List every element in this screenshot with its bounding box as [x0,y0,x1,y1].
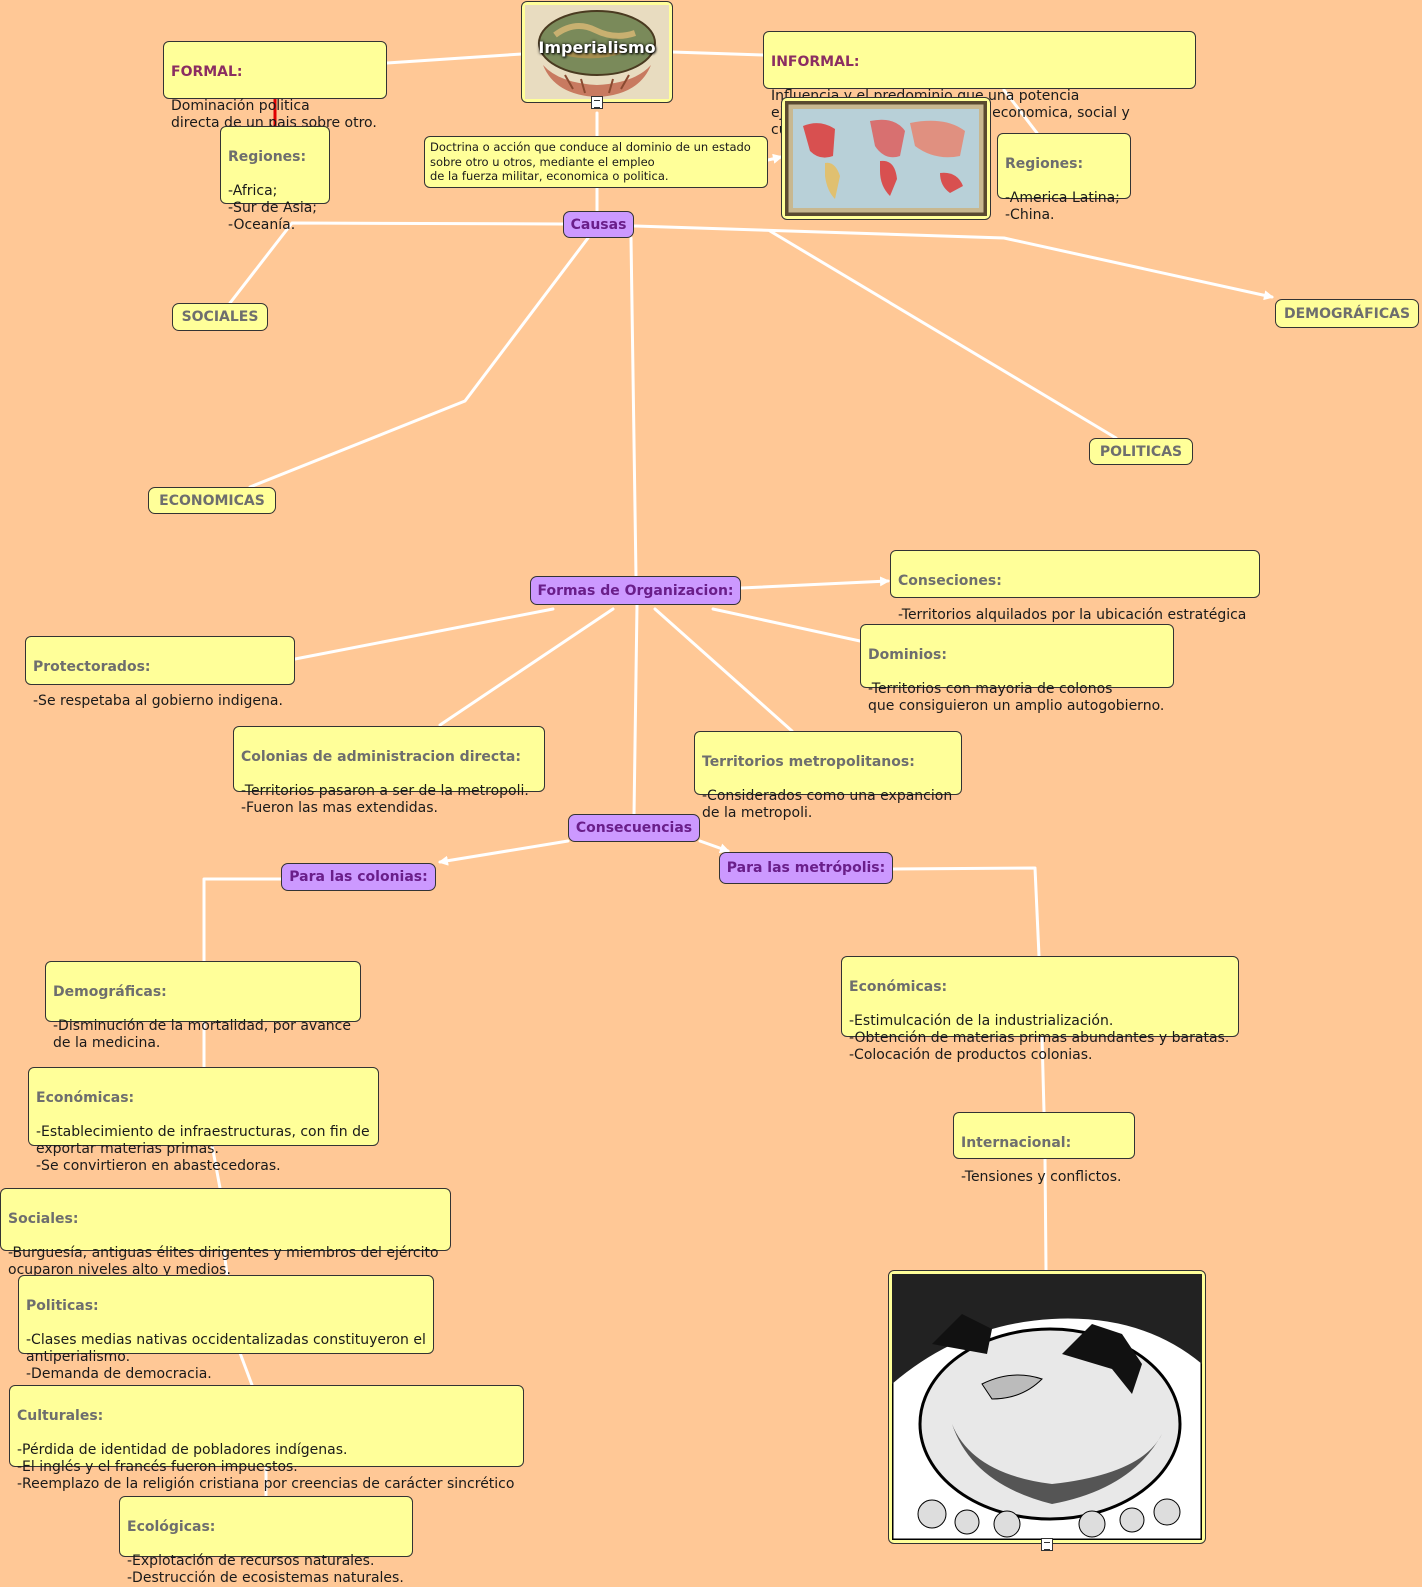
colonias-ecologicas-heading: Ecológicas: [127,1519,216,1535]
consecuencias-node[interactable]: Consecuencias [568,814,700,842]
causa-economicas[interactable]: ECONOMICAS [148,487,276,514]
dominios-node[interactable]: Dominios: -Territorios con mayoria de co… [860,624,1174,714]
definition-node[interactable]: Doctrina o acción que conduce al dominio… [424,136,768,188]
metropolis-internacional-heading: Internacional: [961,1135,1072,1151]
colonias-ecologicas-node[interactable]: Ecológicas: -Explotación de recursos nat… [119,1496,413,1586]
colonias-economicas-text: -Establecimiento de infraestructuras, co… [36,1124,370,1174]
colonias-culturales-text: -Pérdida de identidad de pobladores indí… [17,1442,515,1492]
colonias-ecologicas-text: -Explotación de recursos naturales. -Des… [127,1553,404,1586]
regiones-formal-text: -Africa; -Sur de Asia; -Oceanía. [228,183,318,233]
globe-cartoon-image-node[interactable] [888,1270,1206,1544]
para-colonias-node[interactable]: Para las colonias: [281,863,436,891]
colonias-economicas-node[interactable]: Económicas: -Establecimiento de infraest… [28,1067,379,1174]
formal-node[interactable]: FORMAL: Dominación politica directa de u… [163,41,387,131]
causas-node[interactable]: Causas [563,211,634,238]
formas-node[interactable]: Formas de Organizacion: [530,576,741,605]
causa-politicas[interactable]: POLITICAS [1089,438,1193,465]
conseciones-heading: Conseciones: [898,573,1002,589]
root-image-node[interactable]: Imperialismo [521,1,673,103]
colonias-economicas-heading: Económicas: [36,1090,135,1106]
world-map-image [785,101,987,216]
note-icon[interactable] [1041,1538,1053,1551]
protectorados-heading: Protectorados: [33,659,151,675]
colonias-administracion-node[interactable]: Colonias de administracion directa: -Ter… [233,726,545,816]
colonias-administracion-heading: Colonias de administracion directa: [241,749,521,765]
colonias-politicas-heading: Politicas: [26,1298,99,1314]
colonias-demograficas-text: -Disminución de la mortalidad, por avanc… [53,1018,351,1051]
regiones-formal-heading: Regiones: [228,149,307,165]
note-icon[interactable] [591,96,603,109]
causa-demograficas[interactable]: DEMOGRÁFICAS [1275,299,1419,328]
protectorados-text: -Se respetaba al gobierno indigena. [33,693,283,709]
colonias-sociales-node[interactable]: Sociales: -Burguesía, antiguas élites di… [0,1188,451,1278]
protectorados-node[interactable]: Protectorados: -Se respetaba al gobierno… [25,636,295,709]
metropolis-internacional-node[interactable]: Internacional: -Tensiones y conflictos. [953,1112,1135,1185]
regiones-informal-node[interactable]: Regiones: -America Latina; -China. [997,133,1131,223]
metropolis-economicas-heading: Económicas: [849,979,948,995]
regiones-informal-heading: Regiones: [1005,156,1084,172]
metropolis-internacional-text: -Tensiones y conflictos. [961,1169,1122,1185]
informal-node[interactable]: INFORMAL: Influencia y el predominio que… [763,31,1196,138]
colonias-demograficas-heading: Demográficas: [53,984,167,1000]
para-metropolis-node[interactable]: Para las metrópolis: [719,852,893,884]
globe-cartoon-image [892,1274,1202,1540]
colonias-sociales-text: -Burguesía, antiguas élites dirigentes y… [8,1245,439,1278]
root-title: Imperialismo [538,38,656,57]
colonias-sociales-heading: Sociales: [8,1211,79,1227]
globe-in-hands-image [525,5,669,99]
metropolis-economicas-text: -Estimulcación de la industrialización. … [849,1013,1230,1063]
colonias-politicas-text: -Clases medias nativas occidentalizadas … [26,1332,426,1382]
colonias-administracion-text: -Territorios pasaron a ser de la metropo… [241,783,529,816]
regiones-informal-text: -America Latina; -China. [1005,190,1120,223]
formal-heading: FORMAL: [171,64,243,80]
causa-sociales[interactable]: SOCIALES [172,303,268,331]
regiones-formal-node[interactable]: Regiones: -Africa; -Sur de Asia; -Oceaní… [220,126,330,233]
world-map-image-node[interactable] [781,97,991,220]
territorios-metropolitanos-text: -Considerados como una expancion de la m… [702,788,953,821]
conseciones-node[interactable]: Conseciones: -Territorios alquilados por… [890,550,1260,623]
metropolis-economicas-node[interactable]: Económicas: -Estimulcación de la industr… [841,956,1239,1063]
colonias-culturales-heading: Culturales: [17,1408,104,1424]
territorios-metropolitanos-heading: Territorios metropolitanos: [702,754,915,770]
territorios-metropolitanos-node[interactable]: Territorios metropolitanos: -Considerado… [694,731,962,821]
dominios-heading: Dominios: [868,647,947,663]
colonias-culturales-node[interactable]: Culturales: -Pérdida de identidad de pob… [9,1385,524,1492]
dominios-text: -Territorios con mayoria de colonos que … [868,681,1165,714]
conseciones-text: -Territorios alquilados por la ubicación… [898,607,1247,623]
colonias-demograficas-node[interactable]: Demográficas: -Disminución de la mortali… [45,961,361,1051]
colonias-politicas-node[interactable]: Politicas: -Clases medias nativas occide… [18,1275,434,1382]
informal-heading: INFORMAL: [771,54,860,70]
